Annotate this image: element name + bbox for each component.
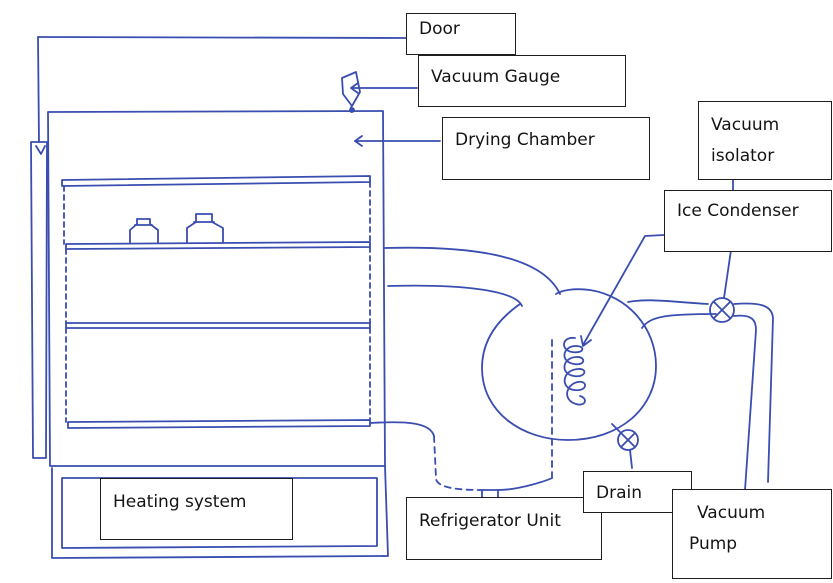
label-vacuum-isolator-line1: Vacuum	[711, 115, 780, 135]
vacuum-isolator-connector	[723, 179, 734, 299]
drying-chamber-pointer	[354, 135, 441, 147]
drying-chamber	[47, 110, 386, 467]
label-vacuum-isolator-line2: isolator	[711, 146, 775, 166]
label-vacuum-pump: Vacuum Pump	[672, 489, 832, 579]
ice-condenser-pointer	[580, 234, 665, 347]
refrigeration-lines	[369, 421, 553, 498]
label-drain-text: Drain	[596, 483, 642, 503]
vial-2	[186, 213, 224, 244]
shelf-4	[67, 419, 371, 429]
drain-valve	[611, 423, 639, 469]
label-vacuum-pump-line1: Vacuum	[697, 503, 766, 523]
label-heating-system-text: Heating system	[113, 492, 247, 512]
vial-1	[129, 218, 159, 244]
shelf-2	[65, 241, 371, 250]
chamber-condenser-pipe	[384, 246, 561, 307]
shelf-3	[65, 322, 371, 329]
shelf-support-left	[63, 185, 67, 423]
vacuum-gauge-pointer	[350, 82, 418, 94]
door-panel	[30, 36, 407, 459]
shelf-1	[61, 175, 371, 187]
label-vacuum-gauge-text: Vacuum Gauge	[431, 67, 561, 87]
vacuum-gauge	[341, 71, 361, 113]
label-vacuum-gauge: Vacuum Gauge	[418, 55, 626, 107]
label-door: Door	[406, 13, 516, 55]
label-drying-chamber: Drying Chamber	[442, 117, 650, 180]
label-door-text: Door	[419, 19, 460, 39]
label-refrigerator-unit: Refrigerator Unit	[406, 497, 602, 560]
label-ice-condenser-text: Ice Condenser	[677, 201, 799, 221]
vacuum-line	[627, 297, 774, 491]
condenser-coil	[551, 337, 586, 479]
label-refrigerator-unit-text: Refrigerator Unit	[419, 511, 561, 531]
label-heating-system: Heating system	[100, 478, 293, 540]
label-ice-condenser: Ice Condenser	[664, 190, 832, 252]
label-drying-chamber-text: Drying Chamber	[455, 130, 595, 150]
label-vacuum-pump-line2: Pump	[689, 534, 738, 554]
label-vacuum-isolator: Vacuum isolator	[698, 101, 832, 180]
ice-condenser-vessel	[481, 288, 657, 441]
